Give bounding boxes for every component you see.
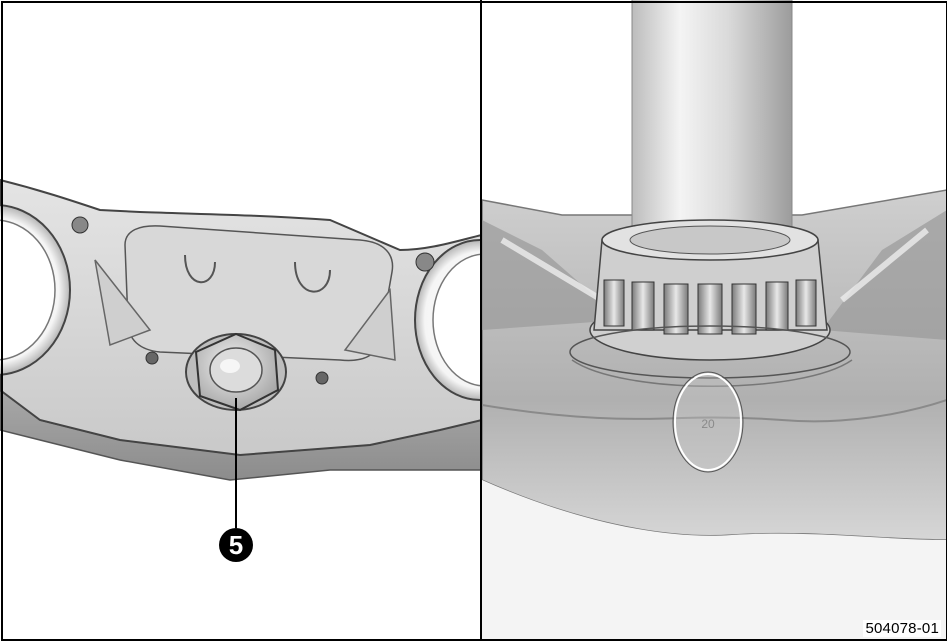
marking-highlight-ellipse bbox=[674, 373, 742, 471]
figure-id-label: 504078-01 bbox=[863, 620, 941, 637]
right-panel-steering-stem: 20 bbox=[482, 0, 947, 639]
left-panel-triple-clamp: 5 bbox=[0, 178, 482, 562]
bolt-hole-left bbox=[145, 351, 159, 365]
bolt-hole-right bbox=[315, 371, 329, 385]
triple-clamp-illustration: 5 bbox=[0, 178, 482, 562]
callout-number-label: 5 bbox=[229, 530, 243, 560]
panel-divider bbox=[480, 0, 482, 639]
steering-stem-illustration: 20 bbox=[482, 0, 947, 639]
bearing-marking-text: 20 bbox=[701, 417, 715, 431]
callout-badge bbox=[219, 528, 253, 562]
